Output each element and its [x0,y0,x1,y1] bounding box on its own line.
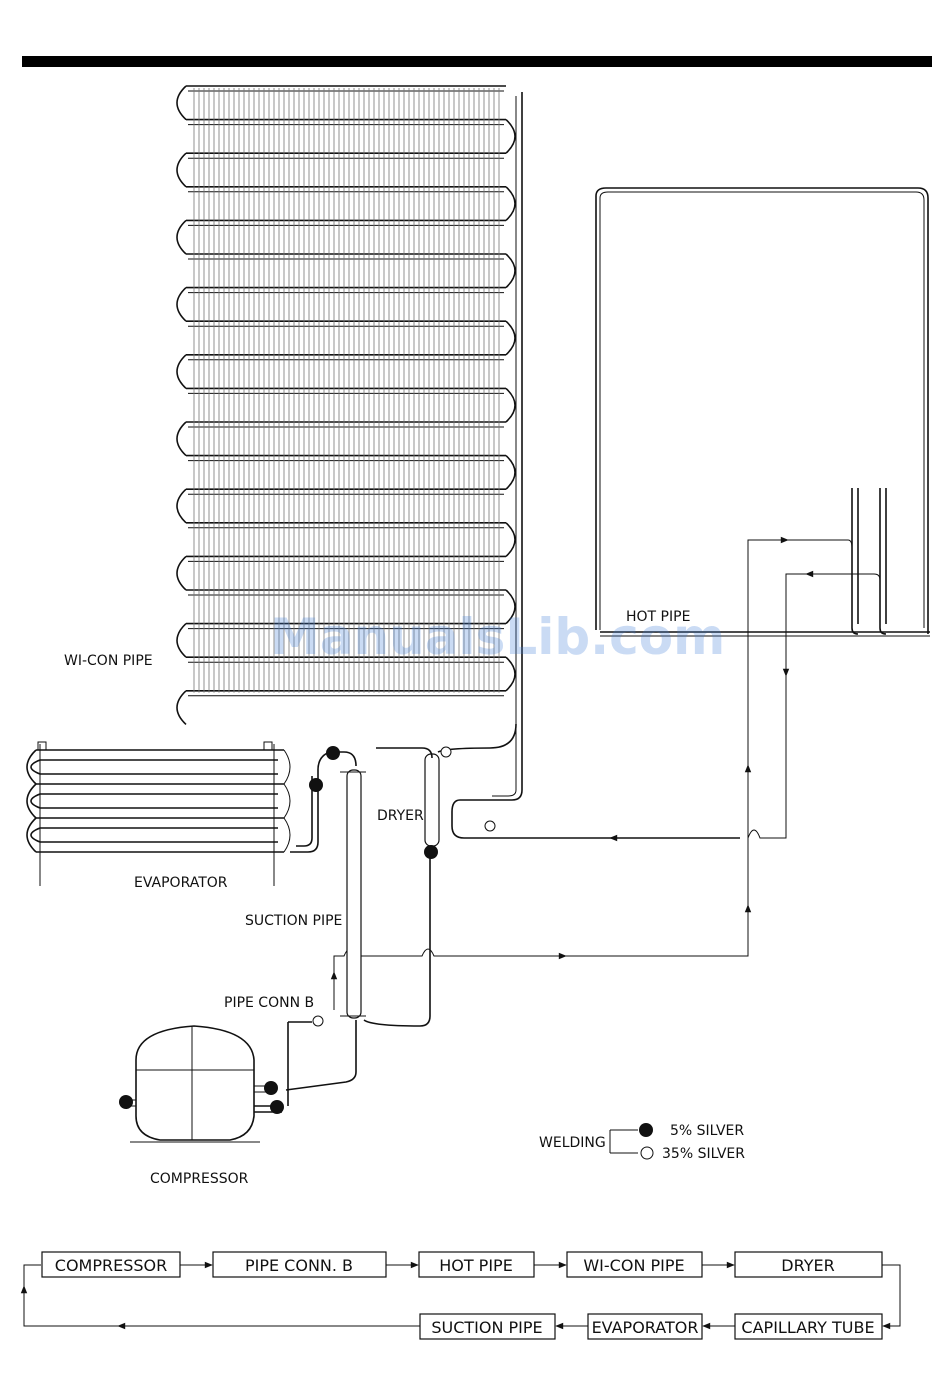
label-wicon-pipe: WI-CON PIPE [64,653,153,669]
flow-box-hot-pipe-label: HOT PIPE [439,1256,513,1275]
flow-box-wicon-pipe-label: WI-CON PIPE [583,1256,684,1275]
flow-arrow-5 [882,1265,900,1326]
condenser-fins [194,88,499,693]
header-bar [22,56,932,67]
flow-line-from-hot-pipe [748,574,832,838]
welding-title: WELDING [539,1135,606,1151]
flow-line-to-hot-pipe [748,540,826,838]
label-dryer: DRYER [377,808,424,824]
flow-chart: COMPRESSOR PIPE CONN. B HOT PIPE WI-CON … [24,1252,900,1339]
welding-legend: WELDING 5% SILVER 35% SILVER [539,1123,745,1162]
flow-box-pipe-conn-b-label: PIPE CONN. B [245,1256,353,1275]
hot-pipe-panel [596,188,928,634]
hot-pipe-outlet [832,574,880,580]
hot-pipe-vertical-c [880,488,886,634]
filled-circle-icon [639,1123,653,1137]
open-circle-icon [641,1147,653,1159]
flow-box-capillary-tube-label: CAPILLARY TUBE [741,1318,874,1337]
hot-pipe-panel-inner [600,192,924,630]
label-compressor: COMPRESSOR [150,1171,249,1187]
welding-item-35-silver: 35% SILVER [662,1146,745,1162]
hot-pipe-vertical-a [852,488,858,634]
evaporator-unit [27,742,344,886]
flow-box-suction-pipe-label: SUCTION PIPE [431,1318,542,1337]
welding-item-5-silver: 5% SILVER [670,1123,744,1139]
label-pipe-conn-b: PIPE CONN B [224,995,314,1011]
flow-box-evaporator-label: EVAPORATOR [592,1318,699,1337]
condenser-coil-inner [188,91,504,696]
flow-line-pipe-conn [334,838,748,1010]
watermark-text: ManualsLib.com [270,608,725,666]
flow-box-dryer-label: DRYER [781,1256,834,1275]
label-evaporator: EVAPORATOR [134,875,228,891]
flow-box-compressor-label: COMPRESSOR [55,1256,167,1275]
compressor-unit [128,1026,282,1142]
hot-pipe-inlet [820,540,852,548]
label-suction-pipe: SUCTION PIPE [245,913,342,929]
